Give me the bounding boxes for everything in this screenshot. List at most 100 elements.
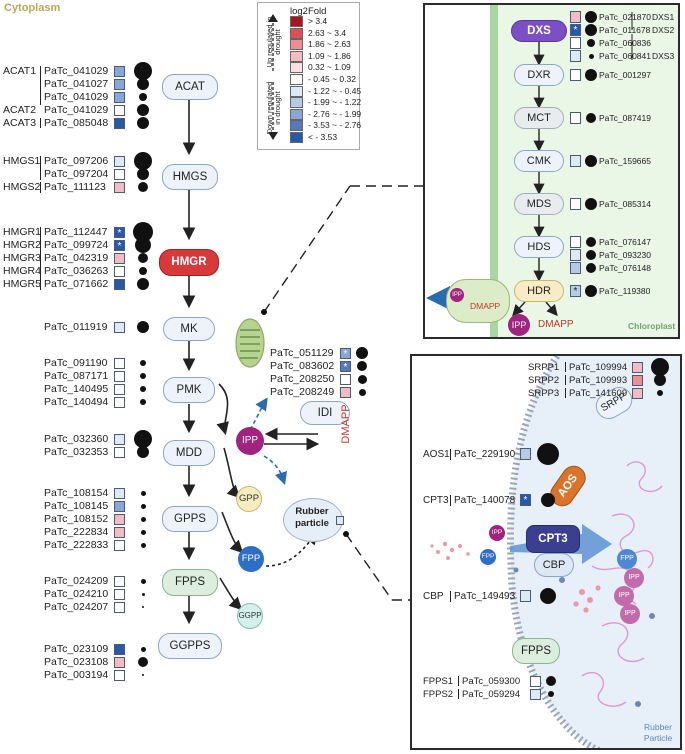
- rubber-ipp[interactable]: IPP: [489, 525, 505, 541]
- fpp-metabolite[interactable]: FPP: [238, 546, 264, 572]
- significance-dot: [586, 237, 596, 247]
- gene-id: PaTc_032353: [44, 446, 109, 458]
- hmgr-node[interactable]: HMGR: [159, 249, 219, 276]
- chloroplast-dmapp: DMAPP: [538, 319, 574, 330]
- acat-node[interactable]: ACAT: [162, 74, 218, 100]
- significance-dot: [140, 516, 146, 522]
- legend-range-label: - 0.45 ~ 0.32: [308, 74, 356, 84]
- transporter-dmapp: DMAPP: [470, 301, 501, 311]
- chloroplast-gene-tag: DXS2: [652, 25, 675, 35]
- separator: [565, 375, 566, 385]
- gene-id: PaTc_024209: [44, 575, 109, 587]
- expression-cell: [114, 66, 125, 77]
- chloroplast-expression-cell: [570, 112, 581, 124]
- hmgs-node[interactable]: HMGS: [162, 164, 218, 190]
- legend-swatch: [290, 16, 303, 27]
- significance-dot: [586, 113, 596, 123]
- gene-group-label: HMGR1: [3, 226, 41, 238]
- gene-id: PaTc_041029: [44, 91, 109, 103]
- gene-id: PaTc_023109: [44, 643, 109, 655]
- significance-dot: [537, 443, 559, 465]
- gpp-metabolite[interactable]: GPP: [236, 486, 262, 512]
- rubber-particle[interactable]: [283, 498, 343, 542]
- gene-id: PaTc_097206: [44, 155, 109, 167]
- cpt3-node[interactable]: CPT3: [526, 525, 580, 553]
- chloroplast-expression-cell: *: [570, 24, 581, 36]
- expression-cell: [114, 118, 125, 129]
- significance-dot: [651, 358, 669, 376]
- mds-node[interactable]: MDS: [514, 193, 564, 215]
- hds-node[interactable]: HDS: [514, 236, 564, 258]
- expression-cell: [114, 576, 125, 587]
- chloroplast-ipp[interactable]: IPP: [508, 314, 530, 336]
- mk-node[interactable]: MK: [163, 317, 215, 341]
- chloroplast-gene-id: PaTc_001297: [599, 70, 651, 80]
- chloroplast-expression-cell: *: [570, 285, 581, 297]
- idi-node[interactable]: IDI: [300, 401, 350, 425]
- gene-id: PaTc_041029: [44, 65, 109, 77]
- cbp-node[interactable]: CBP: [534, 553, 574, 577]
- gene-group-label: HMGR5: [3, 278, 41, 290]
- significance-dot: [140, 503, 146, 509]
- transporter-ipp: IPP: [450, 288, 464, 302]
- ggpps-node[interactable]: GGPPS: [158, 633, 222, 659]
- gene-id: PaTc_087171: [44, 370, 109, 382]
- legend-swatch: [290, 27, 303, 39]
- legend-range-label: > 3.4: [308, 16, 328, 26]
- gene-id: PaTc_024207: [44, 601, 109, 613]
- mdd-node[interactable]: MDD: [163, 440, 215, 466]
- significance-dot: [137, 78, 149, 90]
- gene-group-label: ACAT2: [3, 104, 37, 116]
- gene-group-label: HMGR2: [3, 239, 41, 251]
- dmapp-label: DMAPP: [340, 404, 352, 444]
- separator: [458, 689, 459, 699]
- group-bracket: [40, 227, 41, 290]
- gene-id: PaTc_108154: [44, 487, 109, 499]
- legend-range-label: - 1.99 ~ - 1.22: [308, 97, 362, 108]
- expression-cell: [114, 266, 125, 277]
- legend-swatch: [290, 74, 303, 85]
- srpp-expression-cell: [632, 362, 643, 373]
- particle-fpp-1: FPP: [617, 549, 637, 569]
- legend-arrows: [268, 14, 278, 140]
- legend-swatch: [290, 120, 303, 132]
- chloroplast-gene-id: PaTc_021870: [599, 12, 651, 22]
- expression-cell: [114, 156, 125, 167]
- cpt3-expression-cell: *: [520, 494, 531, 506]
- hdr-node[interactable]: HDR: [514, 280, 564, 302]
- significance-dot: [140, 386, 146, 392]
- particle-ipp-2: IPP: [614, 586, 634, 606]
- expression-cell: [114, 322, 125, 333]
- ggpp-metabolite[interactable]: GGPP: [237, 603, 263, 629]
- srpp-expression-cell: [632, 375, 643, 386]
- significance-dot: [357, 374, 367, 384]
- gene-id: PaTc_023108: [44, 656, 109, 668]
- srpp-gene-label: SRPP1: [528, 362, 560, 373]
- idi-gene-id: PaTc_208250: [270, 373, 335, 385]
- idi-expression-cell: *: [340, 361, 351, 373]
- fpps-gene-id: PaTc_059294: [462, 689, 521, 700]
- dxs-node[interactable]: DXS: [511, 20, 567, 42]
- chloroplast-label: Chloroplast: [628, 321, 676, 331]
- idi-gene-id: PaTc_083602: [270, 360, 335, 372]
- fpps-node[interactable]: FPPS: [162, 569, 218, 596]
- gpps-node[interactable]: GPPS: [162, 506, 218, 532]
- cmk-node[interactable]: CMK: [514, 150, 564, 172]
- ipp-metabolite[interactable]: IPP: [236, 427, 264, 455]
- expression-cell: [114, 602, 125, 613]
- mct-node[interactable]: MCT: [514, 107, 564, 129]
- separator: [450, 591, 451, 602]
- significance-dot: [137, 278, 149, 290]
- significance-dot: [140, 490, 146, 496]
- legend-swatch: [290, 108, 303, 120]
- fpps-gene-label: FPPS1: [423, 676, 454, 687]
- dxr-node[interactable]: DXR: [514, 64, 564, 86]
- group-bracket: [40, 156, 41, 180]
- legend-title: log2Fold: [290, 6, 327, 17]
- pmk-node[interactable]: PMK: [163, 377, 215, 403]
- rubber-fpps-node[interactable]: FPPS: [512, 638, 560, 664]
- rubber-particle-panel-label: Rubber Particle: [643, 722, 673, 743]
- cpt3-gene-label: CPT3: [423, 495, 449, 506]
- rubber-particle-label: Rubber particle: [295, 506, 329, 529]
- rubber-fpp[interactable]: FPP: [480, 549, 496, 565]
